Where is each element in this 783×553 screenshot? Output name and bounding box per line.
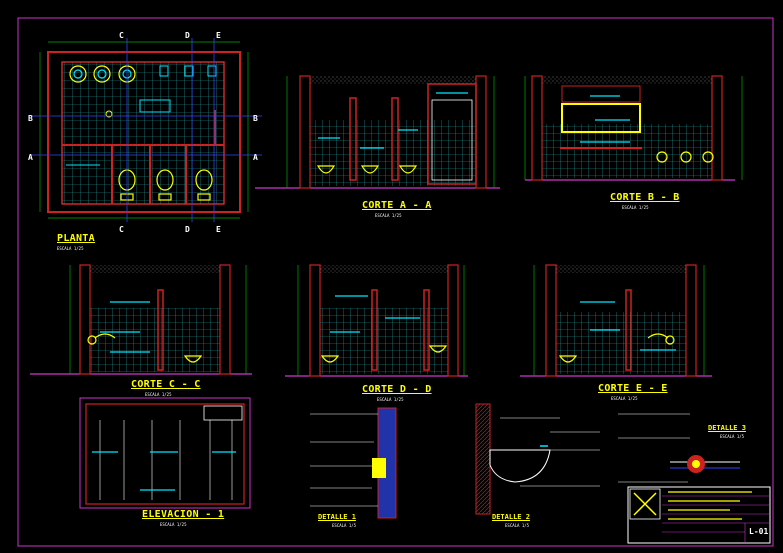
corte-c-view [30,264,252,375]
corte-e-scale: ESCALA 1/25 [611,396,638,401]
marker-d-bottom: D [185,225,190,234]
corte-b-mirror [561,103,641,133]
marker-a-right: A [253,153,258,162]
planta-scale: ESCALA 1/25 [57,246,84,251]
planta-section-markers: C D E C D E B A B A [28,31,258,234]
corte-b-scale: ESCALA 1/25 [622,205,649,210]
corte-c-scale: ESCALA 1/25 [145,392,172,397]
planta-title: PLANTA [57,233,95,244]
detalle3-view [618,413,740,483]
marker-e-top: E [216,31,221,40]
planta-outer-wall [47,51,241,213]
elevacion-view [79,397,251,509]
detalle3-scale: ESCALA 1/5 [720,434,745,439]
detalle1-title: DETALLE 1 [318,513,356,521]
corte-c-title: CORTE C - C [131,379,201,390]
corte-e-title: CORTE E - E [598,383,668,394]
sheet-number: L-01 [749,527,769,536]
planta-urinals [159,65,217,77]
detalle1-scale: ESCALA 1/5 [332,523,357,528]
detalle3-title: DETALLE 3 [708,424,746,432]
detalle2-scale: ESCALA 1/5 [505,523,530,528]
marker-a-left: A [28,153,33,162]
corte-a-title: CORTE A - A [362,200,432,211]
corte-d-title: CORTE D - D [362,384,432,395]
corte-a-scale: ESCALA 1/25 [375,213,402,218]
detalle1-view [310,407,397,519]
planta-tile-floor [62,62,224,204]
title-block [627,486,771,544]
detalle2-view [475,403,600,515]
corte-b-view [524,75,743,181]
corte-b-title: CORTE B - B [610,192,680,203]
marker-d-top: D [185,31,190,40]
marker-e-bottom: E [216,225,221,234]
elevacion-title: ELEVACION - 1 [142,509,225,520]
planta-view [30,38,262,222]
marker-b-left: B [28,114,33,123]
marker-c-bottom: C [119,225,124,234]
sheet-border [17,17,774,547]
marker-c-top: C [119,31,124,40]
corte-e-view [520,264,712,377]
elevacion-scale: ESCALA 1/25 [160,522,187,527]
detalle2-title: DETALLE 2 [492,513,530,521]
corte-a-view [255,75,500,189]
corte-d-view [285,264,468,377]
marker-b-right: B [253,114,258,123]
corte-d-scale: ESCALA 1/25 [377,397,404,402]
